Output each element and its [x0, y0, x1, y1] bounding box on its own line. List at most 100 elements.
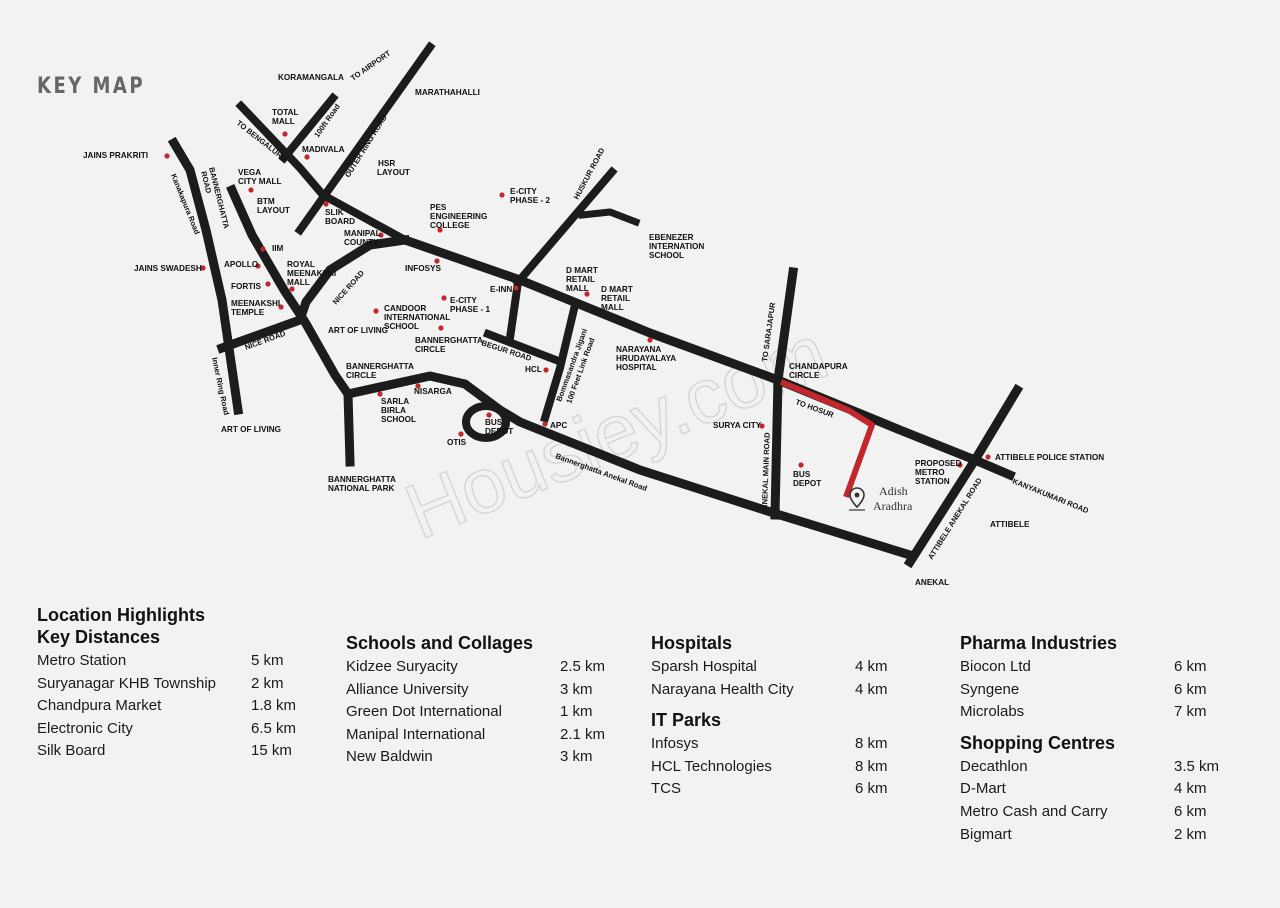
label-sarla-3: SCHOOL	[381, 415, 416, 424]
label-koramangala: KORAMANGALA	[278, 73, 344, 82]
road-begur-vertical	[505, 277, 523, 343]
pharma-heading: Pharma Industries	[960, 633, 1118, 653]
location-pin-icon	[849, 487, 865, 509]
road-attibele-anekal	[903, 383, 1024, 569]
label-infosys: INFOSYS	[405, 264, 441, 273]
label-nisarga: NISARGA	[414, 387, 452, 396]
label-jains-swadesh: JAINS SWADESH	[134, 264, 202, 273]
label-narayana-3: HOSPITAL	[616, 363, 657, 372]
label-royal-2: MEENAKSHI	[287, 269, 336, 278]
label-bg-circle: BANNERGHATTA	[346, 362, 414, 371]
location-markers	[164, 131, 991, 468]
label-ecity-2: E-CITY	[510, 187, 537, 196]
key-map-title: KEY MAP	[37, 74, 146, 99]
schools-heading: Schools and Collages	[346, 633, 534, 653]
label-candoor: CANDOOR	[384, 304, 426, 313]
marker-fortis	[265, 281, 271, 287]
marker-meenakshi-temple	[278, 304, 284, 310]
marker-sarla-birla	[377, 391, 383, 397]
road-anekal-main	[770, 266, 799, 520]
marker-surya-city	[759, 423, 765, 429]
label-ebenezer-2: INTERNATION	[649, 242, 704, 251]
label-narayana: NARAYANA	[616, 345, 661, 354]
label-ecity-2-b: PHASE - 2	[510, 196, 550, 205]
marker-vega	[248, 187, 254, 193]
label-total-mall: TOTAL	[272, 108, 299, 117]
marker-ecity-2	[499, 192, 505, 198]
label-bus-depot-1: BUS	[485, 418, 503, 427]
label-otis: OTIS	[447, 438, 467, 447]
label-royal-3: MALL	[287, 278, 310, 287]
label-silk-board: SLIK	[325, 208, 344, 217]
road-huskur	[512, 166, 618, 288]
label-bg-circle-n: BANNERGHATTA	[415, 336, 483, 345]
label-kanyakumari-road: KANYAKUMARI ROAD	[1011, 477, 1090, 516]
road-network	[167, 41, 1024, 569]
label-iim: IIM	[272, 244, 284, 253]
it-parks-heading: IT Parks	[651, 710, 722, 731]
road-huskur-branch	[578, 208, 641, 227]
label-to-airport: TO AIRPORT	[349, 48, 392, 82]
marker-pes	[437, 227, 443, 233]
label-anekal: ANEKAL	[915, 578, 949, 587]
label-candoor-3: SCHOOL	[384, 322, 419, 331]
label-dmart-1: D MART	[566, 266, 598, 275]
label-proposed-metro: PROPOSED	[915, 459, 961, 468]
label-bus-depot-1b: DEPOT	[485, 427, 513, 436]
label-pes-3: COLLEGE	[430, 221, 470, 230]
marker-narayana	[647, 337, 653, 343]
road-100ft	[278, 92, 339, 164]
label-jains-prakriti: JAINS PRAKRITI	[83, 151, 148, 160]
road-outer-ring	[294, 41, 436, 236]
marker-art-of-living	[438, 325, 444, 331]
marker-ecity-1	[441, 295, 447, 301]
label-art-of-living-2: ART OF LIVING	[221, 425, 281, 434]
marker-bus-depot-1	[486, 412, 492, 418]
label-ecity-1b: PHASE - 1	[450, 305, 490, 314]
label-marathahalli: MARATHAHALLI	[415, 88, 480, 97]
location-highlights-section: Location Highlights Key Distances Metro …	[37, 604, 299, 763]
label-proposed-metro-2: METRO	[915, 468, 945, 477]
marker-hcl	[543, 367, 549, 373]
label-pes: PES	[430, 203, 447, 212]
label-vega: VEGA	[238, 168, 261, 177]
road-to-bengaluru	[235, 100, 411, 246]
marker-apc	[542, 421, 548, 427]
label-meenakshi: MEENAKSHI	[231, 299, 280, 308]
label-art-of-living: ART OF LIVING	[328, 326, 388, 335]
label-proposed-metro-3: STATION	[915, 477, 950, 486]
label-ecity-1: E-CITY	[450, 296, 477, 305]
label-dmart-1b: RETAIL	[566, 275, 595, 284]
label-pes-2: ENGINEERING	[430, 212, 487, 221]
label-attibele-police: ATTIBELE POLICE STATION	[995, 453, 1104, 462]
key-distances-heading: Key Distances	[37, 627, 161, 647]
label-surya-city: SURYA CITY	[713, 421, 762, 430]
label-btm: BTM	[257, 197, 275, 206]
road-hosur-main	[399, 234, 981, 466]
marker-silk-board	[323, 201, 329, 207]
label-chandapura: CHANDAPURA	[789, 362, 848, 371]
road-bannerghatta-anekal	[342, 371, 916, 561]
label-attibele: ATTIBELE	[990, 520, 1030, 529]
label-ebenezer: EBENEZER	[649, 233, 694, 242]
label-silk-board-2: BOARD	[325, 217, 355, 226]
place-labels: KORAMANGALA MARATHAHALLI TOTAL MALL MADI…	[83, 73, 1104, 587]
label-e-inn: E-INN	[490, 285, 512, 294]
label-apollo: APOLLO	[224, 260, 259, 269]
